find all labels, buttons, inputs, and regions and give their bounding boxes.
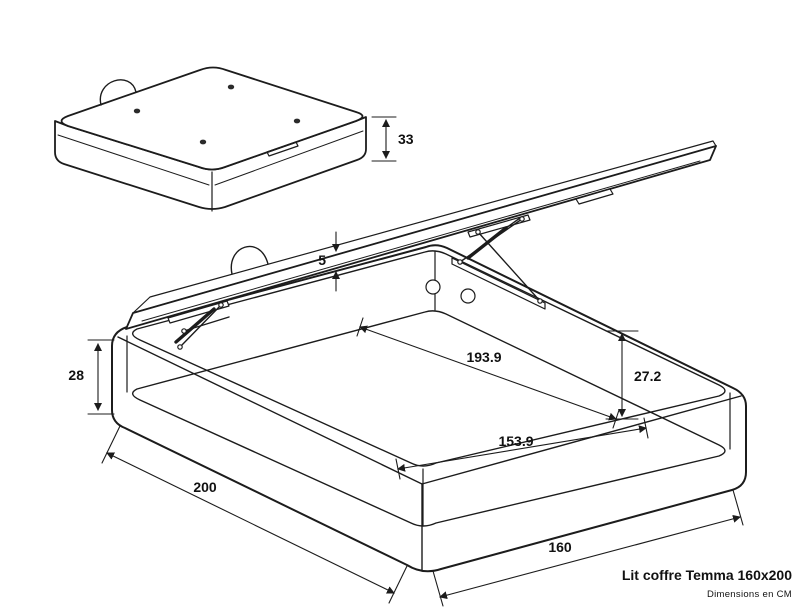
lid-latch-slot xyxy=(575,188,614,205)
drawing-title: Lit coffre Temma 160x200 xyxy=(622,567,792,583)
dim-label-interior-width: 153.9 xyxy=(498,433,533,449)
gas-strut xyxy=(466,226,508,260)
dim-line xyxy=(397,425,647,472)
closed-bed-latch-slot xyxy=(266,141,299,157)
dim-line xyxy=(439,514,741,600)
hinge-lid-bracket xyxy=(167,300,230,324)
extension-tick xyxy=(432,570,444,607)
pivot-point xyxy=(181,328,187,334)
screw-hole xyxy=(199,139,207,145)
screw-hole xyxy=(293,118,301,124)
pivot-point xyxy=(177,344,183,350)
closed-bed-drawing xyxy=(54,66,367,212)
dim-label-base-height: 28 xyxy=(68,367,84,383)
dimension-interior-width: 153.9 xyxy=(395,417,649,480)
dim-label-lid-thickness: 5 xyxy=(318,252,326,268)
pivot-point xyxy=(457,259,463,265)
title-block: Lit coffre Temma 160x200 Dimensions en C… xyxy=(622,567,792,600)
ventilation-hole xyxy=(425,279,441,295)
screw-holes xyxy=(133,84,301,145)
gas-strut-rod xyxy=(505,217,521,229)
pivot-point xyxy=(218,302,224,308)
bed-inner-rim xyxy=(132,250,726,467)
dimension-closed-height: 33 xyxy=(371,116,414,162)
dim-label-closed-height: 33 xyxy=(398,131,414,147)
dimension-overall-width: 160 xyxy=(432,489,744,607)
hinge-mechanism-right xyxy=(451,214,546,310)
closed-bed-lid-seam-right xyxy=(214,130,364,186)
hinge-lid-bracket xyxy=(467,214,531,238)
lifted-lid xyxy=(125,140,717,330)
closed-bed-top-face xyxy=(60,66,364,171)
dimension-lid-thickness: 5 xyxy=(318,231,340,292)
pivot-point xyxy=(519,216,525,222)
pivot-point xyxy=(537,298,543,304)
closed-bed-handle xyxy=(99,79,137,106)
ventilation-hole xyxy=(460,288,476,304)
extension-tick xyxy=(732,489,744,526)
screw-hole xyxy=(227,84,235,90)
gas-strut xyxy=(174,307,216,344)
dim-line xyxy=(106,452,395,594)
lid-handle xyxy=(230,245,269,275)
dimension-interior-height: 27.2 xyxy=(605,330,661,420)
dim-line xyxy=(359,325,617,421)
dim-label-interior-height: 27.2 xyxy=(634,368,661,384)
dimension-overall-length: 200 xyxy=(101,425,408,604)
dim-label-overall-width: 160 xyxy=(548,539,572,555)
hinge-mechanism-left xyxy=(167,300,230,350)
dimension-base-height: 28 xyxy=(68,339,115,415)
dimension-interior-length: 193.9 xyxy=(356,317,620,429)
bed-storage-floor xyxy=(132,310,726,527)
closed-bed-lid-seam-left xyxy=(57,134,210,186)
dim-label-overall-length: 200 xyxy=(193,479,217,495)
pivot-point xyxy=(475,229,481,235)
hinge-base-plate xyxy=(451,257,546,310)
extension-tick xyxy=(388,565,408,604)
lid-inner-panel-line xyxy=(141,160,701,322)
drawing-subtitle: Dimensions en CM xyxy=(707,589,792,600)
extension-tick xyxy=(101,425,121,464)
screw-hole xyxy=(133,108,141,114)
ventilation-holes xyxy=(425,279,476,304)
dim-label-interior-length: 193.9 xyxy=(466,349,501,365)
